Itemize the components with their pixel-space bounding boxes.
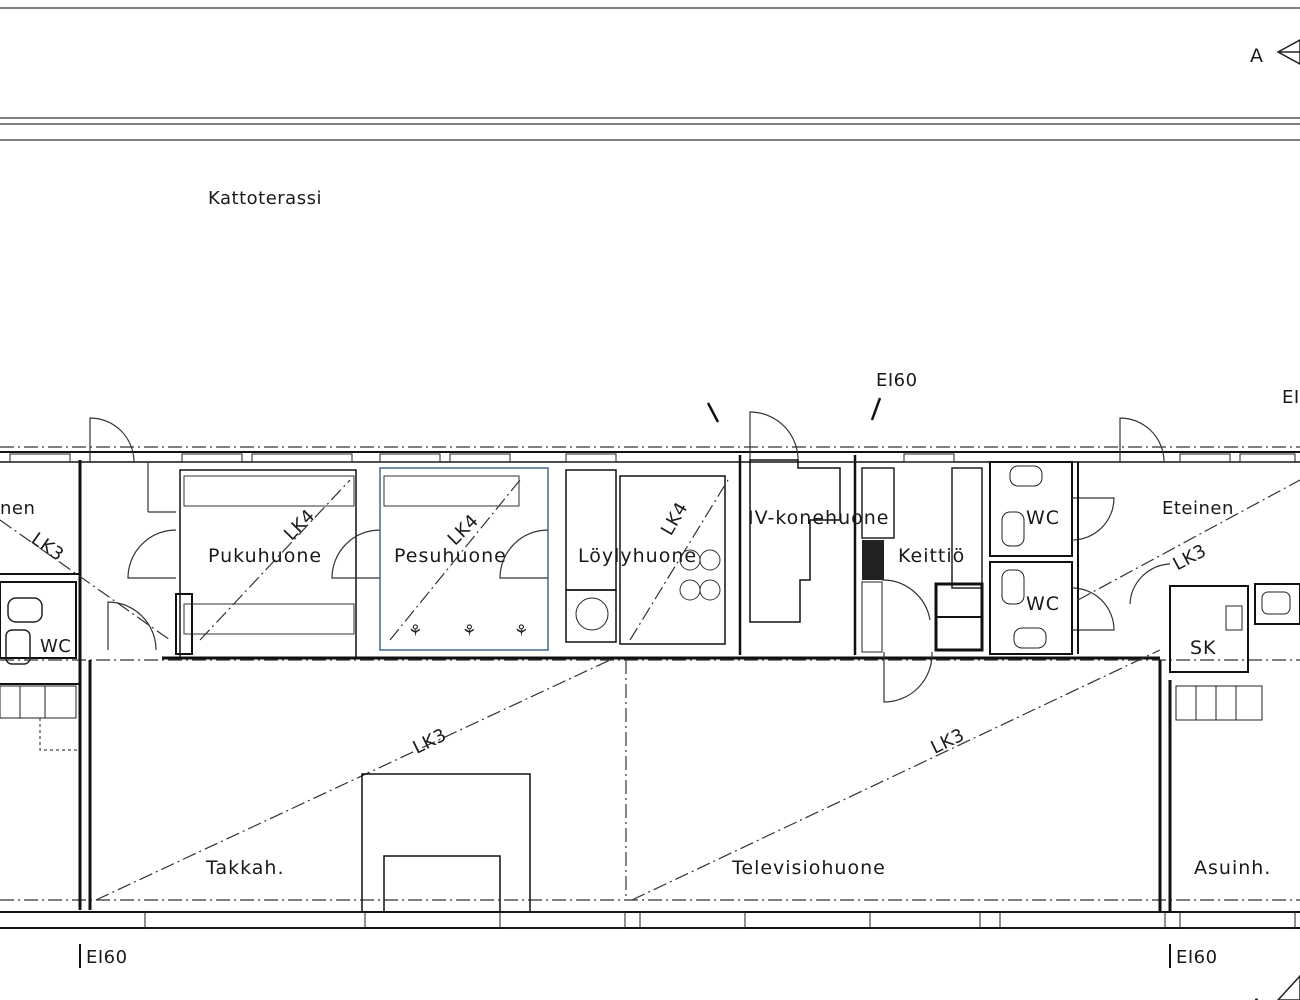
- terrace-edge-lines: [0, 7, 1300, 141]
- room-pukuhuone: [179, 469, 381, 659]
- room-label-pukuhuone: Pukuhuone: [208, 545, 322, 567]
- fire-rating-bottom-right: EI60: [1176, 947, 1218, 968]
- room-iv-konehuone: [738, 411, 857, 655]
- fire-rating-bottom-left: EI60: [86, 947, 128, 968]
- wall-type-lk4-loylyhuone: LK4: [657, 499, 693, 540]
- room-label-wc-left: WC: [40, 636, 71, 657]
- room-label-wc-right-top: WC: [1026, 507, 1060, 529]
- fire-rating-top-center: EI60: [876, 370, 918, 391]
- svg-text:⚘: ⚘: [462, 621, 476, 640]
- wall-type-lk3-left: LK3: [27, 529, 68, 566]
- wall-type-lk3-takkah: LK3: [410, 725, 450, 759]
- room-label-kattoterassi: Kattoterassi: [208, 188, 322, 209]
- room-label-iv-konehuone: IV-konehuone: [748, 507, 889, 529]
- fire-rating-top-right: EI: [1282, 387, 1300, 408]
- wall-type-lk4-pukuhuone: LK4: [280, 505, 319, 544]
- room-label-televisiohuone: Televisiohuone: [731, 857, 886, 879]
- section-mark-top-label: A: [1250, 45, 1264, 67]
- section-mark-top: A: [1250, 39, 1300, 67]
- room-pesuhuone: ⚘ ⚘ ⚘: [379, 467, 549, 651]
- room-label-asuinhuone: Asuinh.: [1194, 857, 1271, 879]
- room-label-eteinen-right: Eteinen: [1162, 498, 1234, 519]
- room-label-takkahuone: Takkah.: [205, 857, 285, 879]
- room-label-keittio: Keittiö: [898, 545, 965, 567]
- wall-type-lk3-televisio: LK3: [928, 725, 968, 759]
- wall-type-lk3-right: LK3: [1170, 540, 1211, 575]
- room-loylyhuone: [565, 469, 729, 645]
- left-apartment: WC nen LK3: [0, 460, 171, 910]
- bottom-windows: [144, 911, 1296, 929]
- room-label-pesuhuone: Pesuhuone: [394, 545, 507, 567]
- room-label-eteinen-left: nen: [0, 498, 35, 519]
- room-label-loylyhuone: Löylyhuone: [578, 545, 697, 567]
- section-mark-bottom: A: [1250, 974, 1300, 1000]
- room-keittio: [861, 467, 984, 703]
- room-label-sk: SK: [1190, 637, 1217, 659]
- svg-text:⚘: ⚘: [514, 621, 528, 640]
- top-windows: [9, 453, 1296, 463]
- svg-text:⚘: ⚘: [408, 621, 422, 640]
- wall-type-lk4-pesuhuone: LK4: [444, 510, 483, 549]
- door-swings-left: [89, 417, 193, 655]
- room-televisiohuone: [631, 649, 1161, 901]
- room-label-wc-right-bottom: WC: [1026, 593, 1060, 615]
- room-wc-right: [989, 461, 1115, 655]
- section-mark-bottom-label: A: [1250, 995, 1264, 1000]
- outer-walls: [0, 446, 1300, 929]
- right-apartment: [1077, 417, 1300, 912]
- room-takkahuone: [95, 659, 611, 912]
